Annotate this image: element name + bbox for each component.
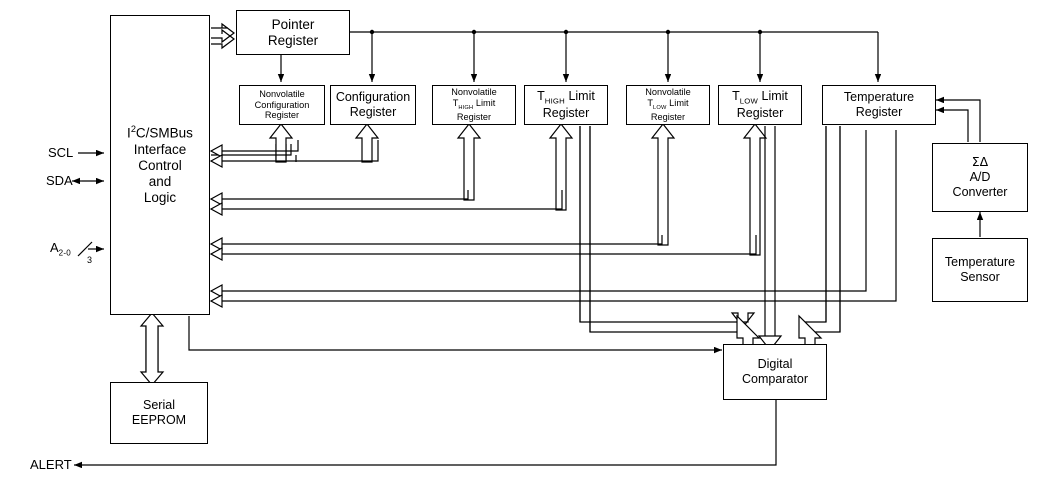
bus-interface-to-eeprom	[139, 312, 165, 386]
wire-interface-to-comparator	[188, 316, 722, 354]
block-interface-control-logic[interactable]: I2C/SMBus Interface Control and Logic	[110, 15, 210, 315]
nv-thigh-line1: Nonvolatile	[451, 87, 497, 98]
pin-label-address: A2-0	[50, 240, 71, 258]
bus-slash-address	[77, 241, 93, 257]
register-output-stubs	[579, 126, 841, 332]
ad-converter-line1: ΣΔ	[971, 154, 989, 170]
pin-label-bus-width: 3	[87, 255, 93, 265]
block-digital-comparator[interactable]: Digital Comparator	[723, 344, 827, 400]
interface-label-line3: Control	[138, 157, 182, 173]
pin-label-alert: ALERT	[30, 457, 72, 472]
config-line2: Register	[349, 105, 397, 119]
nv-thigh-line2: THIGH Limit	[452, 98, 496, 112]
wire-alert	[74, 400, 777, 469]
tlow-line1: TLOW Limit	[732, 89, 788, 106]
serial-eeprom-line1: Serial	[143, 398, 175, 413]
block-ad-converter[interactable]: ΣΔ A/D Converter	[932, 143, 1028, 212]
block-temperature-register[interactable]: Temperature Register	[822, 85, 936, 125]
nv-tlow-line2: TLOW Limit	[647, 98, 689, 112]
wire-adc-to-temp-register	[936, 96, 981, 142]
bus-config-registers-to-interface	[209, 123, 380, 169]
nv-tlow-line1: Nonvolatile	[645, 87, 691, 98]
block-tlow-limit-register[interactable]: TLOW Limit Register	[718, 85, 802, 125]
interface-label-line2: Interface	[133, 141, 187, 157]
bus-interface-to-pointer	[211, 22, 235, 50]
thigh-line1: THIGH Limit	[537, 89, 595, 106]
config-line1: Configuration	[335, 90, 411, 105]
pin-label-scl: SCL	[48, 145, 74, 160]
digital-comparator-line1: Digital	[757, 357, 793, 372]
ad-converter-line2: A/D	[969, 170, 991, 185]
block-temperature-sensor[interactable]: Temperature Sensor	[932, 238, 1028, 302]
serial-eeprom-line2: EEPROM	[131, 413, 187, 427]
block-serial-eeprom[interactable]: Serial EEPROM	[110, 382, 208, 444]
block-nv-thigh-limit-register[interactable]: Nonvolatile THIGH Limit Register	[432, 85, 516, 125]
ad-converter-line3: Converter	[952, 184, 1008, 199]
pin-label-sda: SDA	[46, 173, 73, 188]
thigh-line2: Register	[542, 105, 590, 120]
nv-tlow-line3: Register	[650, 111, 686, 122]
block-nv-configuration-register[interactable]: Nonvolatile Configuration Register	[239, 85, 325, 125]
temperature-sensor-line2: Sensor	[960, 270, 1000, 284]
block-pointer-register[interactable]: Pointer Register	[236, 10, 350, 55]
interface-label-line1: I2C/SMBus	[127, 124, 193, 141]
temperature-register-line1: Temperature	[843, 90, 915, 105]
temperature-register-line2: Register	[855, 105, 903, 119]
pointer-register-line2: Register	[267, 32, 319, 48]
bus-temperature-register-to-interface	[209, 130, 897, 309]
nv-thigh-line3: Register	[456, 111, 492, 122]
bus-thigh-registers-to-interface	[209, 123, 574, 217]
block-configuration-register[interactable]: Configuration Register	[330, 85, 416, 125]
pointer-register-line1: Pointer	[271, 16, 315, 32]
nv-config-line1: Nonvolatile	[259, 88, 305, 99]
interface-label-line4: and	[148, 173, 172, 189]
block-nv-tlow-limit-register[interactable]: Nonvolatile TLOW Limit Register	[626, 85, 710, 125]
bus-registers-to-comparator	[579, 126, 841, 351]
block-thigh-limit-register[interactable]: THIGH Limit Register	[524, 85, 608, 125]
digital-comparator-line2: Comparator	[742, 372, 808, 386]
tlow-line2: Register	[736, 105, 784, 120]
nv-config-line3: Register	[264, 110, 300, 121]
nv-config-line2: Configuration	[254, 99, 310, 110]
bus-pointer-fanout	[277, 29, 882, 82]
bus-tlow-registers-to-interface	[209, 123, 768, 262]
temperature-sensor-line1: Temperature	[944, 255, 1016, 270]
interface-label-line5: Logic	[143, 189, 177, 205]
